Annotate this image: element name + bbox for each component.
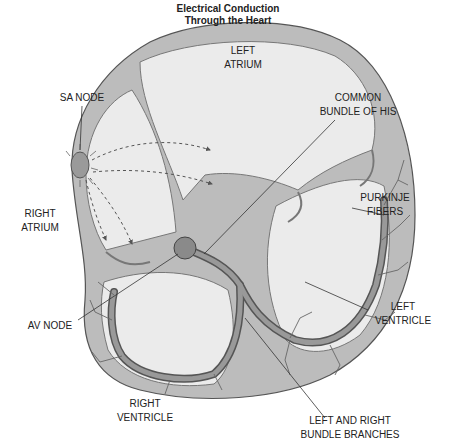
left-branch-outline (185, 200, 385, 343)
part-label: LEFT VENTRICLE (371, 300, 435, 328)
leader-line (80, 106, 82, 150)
part-label: COMMON BUNDLE OF HIS (315, 91, 401, 119)
heart-wall (72, 23, 415, 399)
leader-line (78, 254, 178, 320)
fiber (290, 312, 312, 338)
left-branch (185, 200, 385, 343)
impulse-arrow (92, 143, 210, 160)
fiber (285, 340, 290, 375)
fiber (398, 180, 408, 185)
left-atrium-chamber (140, 42, 375, 200)
right-ventricle-chamber (101, 272, 233, 385)
right-branch-outline (112, 285, 241, 379)
fiber (382, 215, 410, 240)
leader-lines (78, 106, 384, 418)
bundle-branches (112, 200, 385, 379)
diagram-title: Electrical Conduction Through the Heart (169, 3, 287, 27)
fiber (214, 374, 222, 390)
part-label: RIGHT ATRIUM (13, 207, 67, 235)
fiber (92, 352, 122, 362)
impulse-arrows (86, 143, 212, 244)
sa-node-rays (66, 144, 98, 187)
impulse-arrow (90, 178, 132, 244)
part-label: LEFT ATRIUM (217, 44, 269, 72)
part-label: RIGHT VENTRICLE (113, 397, 177, 425)
leader-line (204, 120, 335, 254)
ray (91, 168, 98, 170)
ray (80, 180, 81, 187)
av-node-symbol (174, 237, 196, 259)
impulse-arrow (93, 171, 212, 185)
left-ventricle-chamber (267, 180, 389, 352)
valve-flap (360, 150, 374, 186)
right-atrium-chamber (86, 90, 176, 250)
fiber (378, 262, 408, 275)
right-branch (112, 285, 241, 379)
fiber (330, 345, 340, 375)
valve-flap (288, 192, 301, 222)
part-label: LEFT AND RIGHT BUNDLE BRANCHES (296, 414, 404, 442)
leader-line (245, 318, 325, 418)
fiber (98, 282, 114, 295)
fiber (165, 380, 170, 394)
ray (66, 151, 70, 156)
part-label: SA NODE (42, 91, 122, 105)
part-label: PURKINJE FIBERS (354, 191, 416, 219)
ray (90, 151, 96, 156)
leader-line (305, 282, 368, 310)
sa-node-symbol (71, 152, 89, 178)
impulse-arrow (86, 180, 106, 240)
valve-flap (106, 252, 150, 264)
part-label: AV NODE (10, 319, 90, 333)
